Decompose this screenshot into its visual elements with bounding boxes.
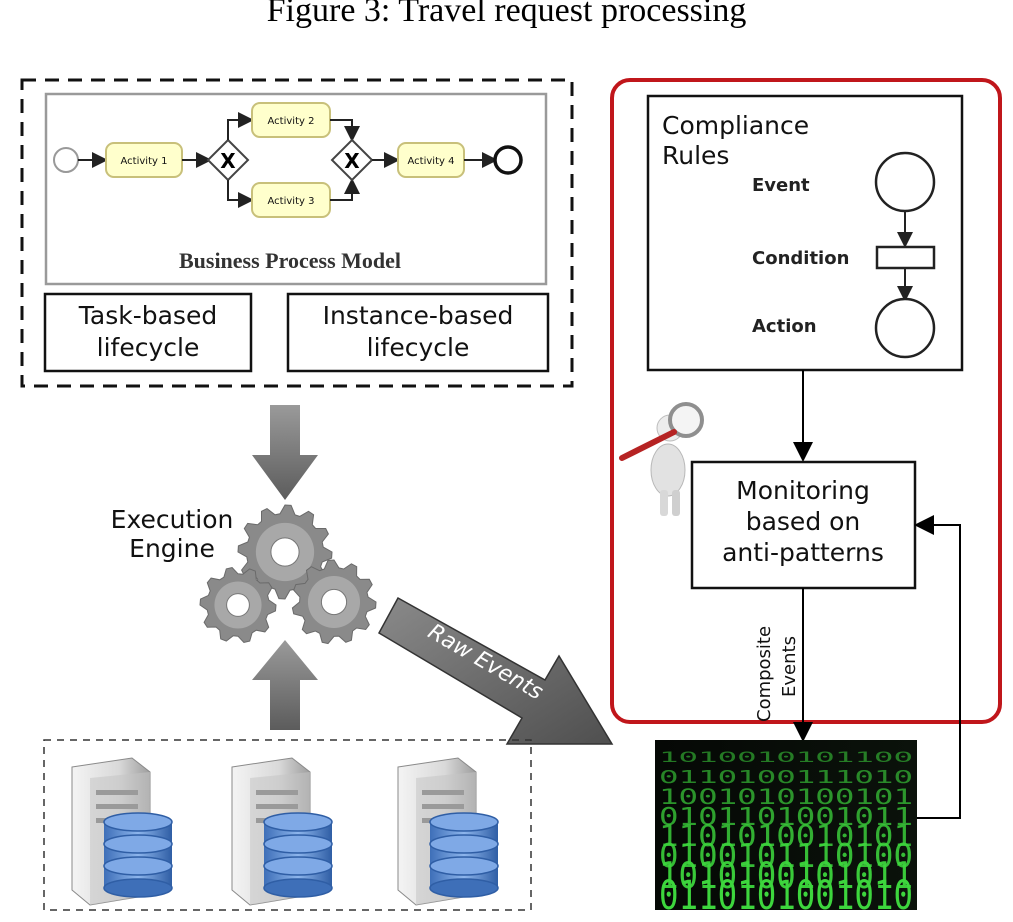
compliance-title-line2: Rules	[662, 141, 729, 170]
binary-row: 0110100111010	[659, 768, 913, 788]
gear-icon	[199, 504, 377, 645]
monitoring-line2: based on	[746, 507, 861, 536]
action-label: Action	[752, 316, 817, 337]
event-place	[874, 151, 936, 213]
server-icon	[397, 757, 499, 906]
svg-text:X: X	[344, 149, 360, 173]
process-model-title: Business Process Model	[179, 248, 401, 273]
binary-row: 1001010100101	[659, 785, 913, 810]
binary-row: 1101010010101	[659, 819, 913, 853]
activity-4-label: Activity 4	[408, 156, 455, 167]
monitoring-line1: Monitoring	[736, 476, 870, 505]
engine-label-line2: Engine	[129, 534, 215, 563]
compliance-frame: Compliance Rules Event Condition Action …	[610, 78, 1002, 742]
instance-lifecycle-line1: Instance-based	[323, 301, 514, 330]
engine-label-line1: Execution	[111, 505, 234, 534]
action-place	[874, 297, 936, 359]
task-lifecycle-line2: lifecycle	[97, 333, 200, 362]
bpmn-flow: Activity 1 X Activity 2 Activity 3 X Act…	[53, 102, 523, 218]
figure-caption: Figure 3: Travel request processing	[266, 0, 747, 29]
instance-lifecycle-line2: lifecycle	[367, 333, 470, 362]
binary-row: 0110101001010	[659, 873, 913, 919]
activity-2-label: Activity 2	[268, 116, 315, 127]
monitoring-line3: anti-patterns	[722, 538, 884, 567]
binary-row: 1010100101011	[659, 854, 913, 897]
server-icon	[231, 757, 333, 906]
condition-label: Condition	[752, 248, 849, 269]
task-lifecycle-line1: Task-based	[78, 301, 217, 330]
activity-1-label: Activity 1	[121, 156, 168, 167]
database-icon	[103, 812, 173, 898]
gear-left	[199, 566, 277, 644]
data-sources-region	[43, 739, 532, 911]
composite-events-line2: Events	[779, 636, 800, 697]
binary-row: 0101101001011	[659, 802, 913, 831]
activity-3-label: Activity 3	[268, 196, 315, 207]
binary-row: 0100101110100	[659, 837, 913, 875]
composite-events-line1: Composite	[754, 626, 775, 722]
event-label: Event	[752, 175, 810, 196]
binary-stream-icon: 1010010101100011010011101010010101001010…	[655, 740, 917, 919]
up-arrow	[252, 640, 318, 730]
database-icon	[263, 812, 333, 898]
process-model-region: Activity 1 X Activity 2 Activity 3 X Act…	[20, 78, 574, 388]
compliance-title-line1: Compliance	[662, 111, 809, 140]
magnifier-icon	[619, 402, 704, 516]
xor-gateway-join: X	[330, 138, 374, 182]
database-icon	[429, 812, 499, 898]
raw-events-arrow: Raw Events	[377, 596, 614, 745]
down-arrow	[252, 405, 318, 500]
xor-gateway-split: X	[206, 138, 250, 182]
svg-text:X: X	[220, 149, 236, 173]
feedback-arrow	[914, 515, 961, 819]
binary-row: 1010010101100	[659, 750, 913, 766]
gear-right	[291, 559, 377, 645]
condition-transition	[875, 245, 936, 270]
server-icon	[71, 757, 173, 906]
